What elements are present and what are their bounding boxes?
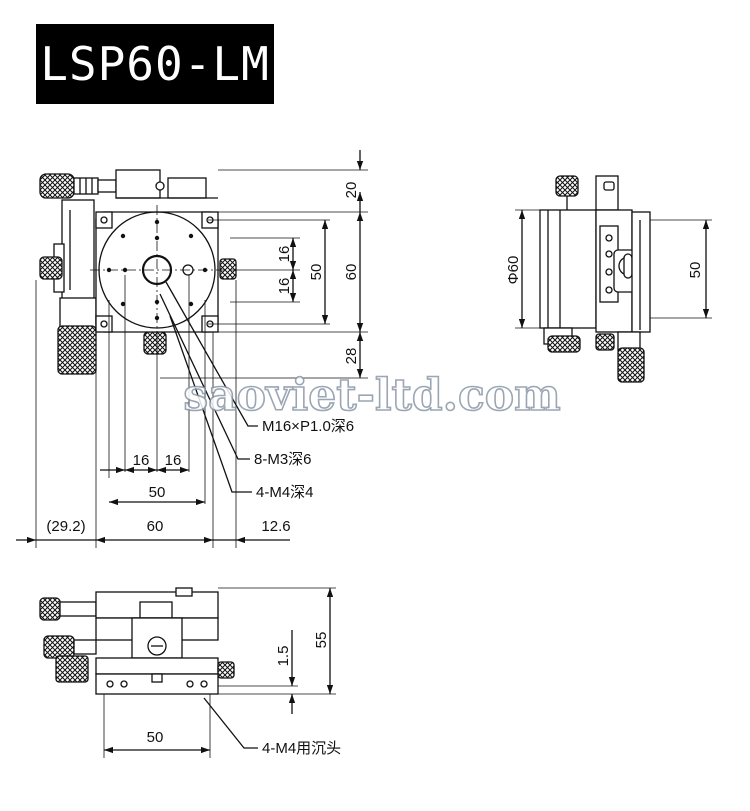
dim-16-lower: 16: [276, 278, 293, 295]
dim-50-horizontal: 50: [149, 484, 166, 501]
callout-m16: M16×P1.0深6: [262, 418, 354, 435]
dim-right-12-6: 12.6: [261, 518, 290, 535]
side-view: [515, 175, 712, 383]
side-view-labels: Φ60 50: [505, 256, 704, 285]
dim-50-side: 50: [687, 262, 704, 279]
micrometer-knob-bottom: [57, 325, 97, 375]
page-title: LSP60-LM: [40, 37, 270, 91]
dim-16-right: 16: [165, 452, 182, 469]
dim-55: 55: [313, 632, 330, 649]
dim-top-20: 20: [343, 182, 360, 199]
callout-m3: 8-M3深6: [254, 451, 312, 468]
callout-m4: 4-M4深4: [256, 484, 314, 501]
front-view-labels: 55 1.5 50 4-M4用沉头: [147, 632, 342, 757]
top-view: [16, 150, 368, 548]
dim-28: 28: [343, 348, 360, 365]
dim-left-29-2: (29.2): [46, 518, 85, 535]
dim-1-5: 1.5: [275, 646, 292, 667]
dim-50-front: 50: [147, 729, 164, 746]
micrometer-knob-top: [39, 173, 75, 199]
dim-60-horizontal: 60: [147, 518, 164, 535]
dim-50-vertical: 50: [308, 264, 325, 281]
callout-m4-countersunk: 4-M4用沉头: [262, 740, 341, 757]
dim-16-upper: 16: [276, 246, 293, 263]
top-view-labels: 20 60 28 50 16 16 16 16 50 60 (29.2) 12.…: [46, 182, 360, 535]
dim-16-left: 16: [133, 452, 150, 469]
title-box: LSP60-LM: [36, 24, 274, 104]
dim-phi60: Φ60: [505, 256, 522, 285]
watermark: saoviet-ltd.com: [183, 370, 560, 421]
front-view: [39, 587, 336, 758]
dim-60-vertical: 60: [343, 264, 360, 281]
